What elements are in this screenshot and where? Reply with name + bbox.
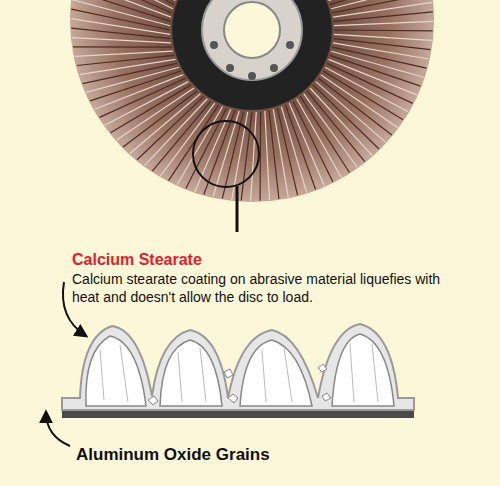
heading-label: Calcium Stearate xyxy=(72,250,472,270)
flap-line xyxy=(71,28,170,38)
flap-line xyxy=(73,0,170,21)
flap-line xyxy=(333,2,432,17)
flap-line xyxy=(327,63,413,103)
flap-line xyxy=(334,12,433,22)
flap-line xyxy=(152,101,211,171)
flap-line xyxy=(331,51,424,77)
flap-line xyxy=(95,75,184,110)
flap-line xyxy=(144,99,207,166)
flap-line xyxy=(325,67,408,111)
flap-line xyxy=(334,39,431,50)
flap-line xyxy=(297,99,342,178)
flap-line xyxy=(334,34,432,40)
flap-line xyxy=(285,105,315,190)
flap-line xyxy=(213,111,239,197)
flap-line xyxy=(77,55,174,65)
flap-line xyxy=(72,38,171,43)
part-label: Aluminum Oxide Grains xyxy=(76,444,376,465)
flap-line xyxy=(251,112,257,201)
callout-circle xyxy=(193,121,259,232)
flap-disc xyxy=(70,0,434,202)
flap-line xyxy=(186,108,227,188)
flap-line xyxy=(334,21,433,25)
flap-line xyxy=(331,0,429,9)
flap-line xyxy=(84,0,174,5)
flap-line xyxy=(87,0,175,1)
flap-line xyxy=(79,59,175,74)
leader-arrow xyxy=(46,412,70,446)
flap-line xyxy=(269,110,279,199)
flap-line xyxy=(289,103,324,186)
flap-line xyxy=(332,0,431,13)
flap-line xyxy=(265,111,270,200)
flap-line xyxy=(334,29,433,31)
flap-line xyxy=(72,0,170,26)
grain-cross-section xyxy=(62,324,414,418)
flap-line xyxy=(73,46,172,47)
flap-line xyxy=(78,0,172,13)
flap-line xyxy=(75,0,171,17)
flap-line xyxy=(316,82,386,143)
flap-line xyxy=(90,71,181,101)
flap-line xyxy=(80,0,173,9)
flap-line xyxy=(110,85,191,133)
note-label: Calcium stearate coating on abrasive mat… xyxy=(72,270,467,306)
flap-line xyxy=(105,82,189,126)
flap-line xyxy=(300,96,349,172)
flap-line xyxy=(273,109,288,197)
flap-line xyxy=(75,51,173,56)
